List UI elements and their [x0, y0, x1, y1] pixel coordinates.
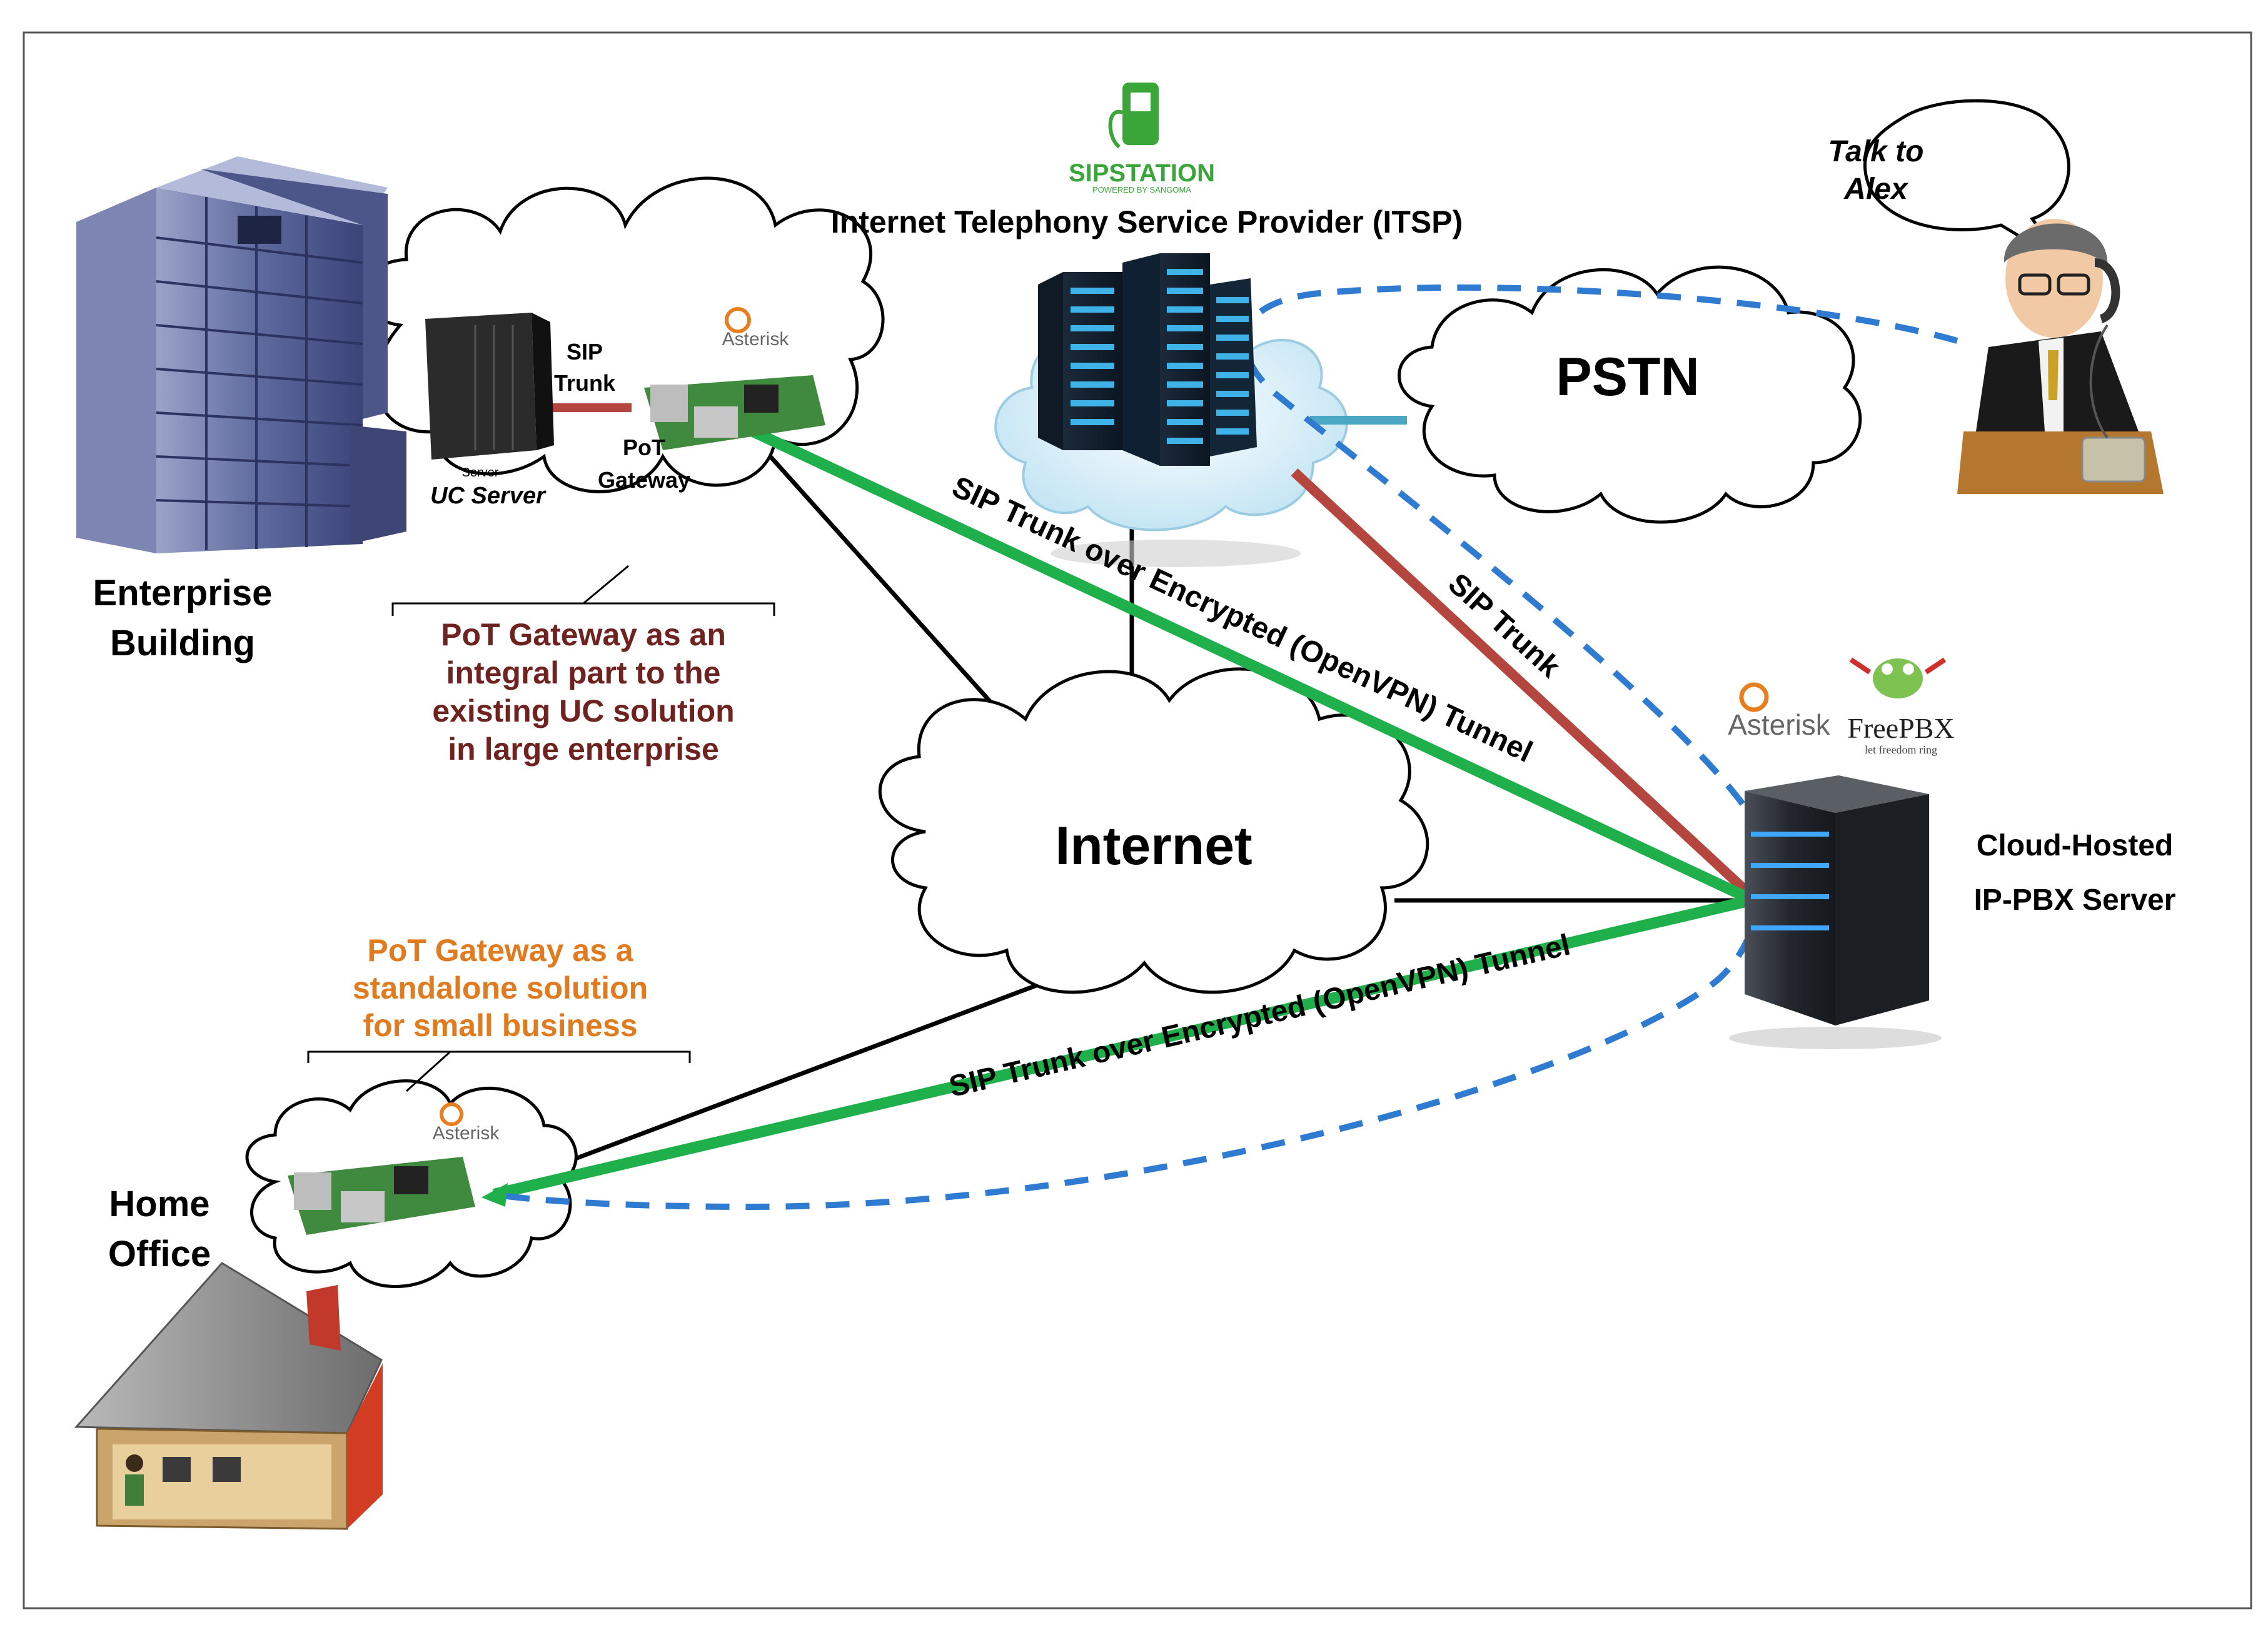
uc-server-label: UC Server: [430, 483, 547, 509]
asterisk-logo-pbx: Asterisk: [1728, 682, 1831, 741]
asterisk-logo-text: Asterisk: [722, 329, 790, 350]
talk-bubble-outline: [1863, 99, 2070, 264]
tunnel-pbx-home-link: [492, 895, 1753, 1200]
pstn-cloud: [1398, 265, 1862, 524]
pot-label-line1: PoT: [623, 435, 665, 460]
sipstation-tagline: POWERED BY SANGOMA: [1092, 185, 1191, 194]
pbx-label-line1: Cloud-Hosted: [1977, 829, 2174, 862]
sip-trunk-label-line2: Trunk: [554, 370, 616, 396]
link-enterprise-internet: [752, 436, 1027, 743]
enterprise-building-icon: [76, 156, 406, 553]
diagram-frame: [23, 31, 2252, 1609]
internet-label: Internet: [1055, 816, 1252, 876]
enterprise-label-line1: Enterprise: [93, 573, 273, 613]
freepbx-logo: FreePBX let freedom ring: [1847, 657, 1955, 756]
small-business-callout-bracket: [307, 1050, 691, 1063]
businessman-phone-icon: [1957, 219, 2164, 494]
pbx-server-icon: [1729, 775, 1942, 1049]
spacer: [648, 585, 665, 597]
itsp-label: Internet Telephony Service Provider (ITS…: [831, 204, 1463, 239]
enterprise-callout-line3: existing UC solution: [432, 693, 734, 728]
itsp-server-rack-icon: [1038, 253, 1257, 466]
link-internet-home: [496, 973, 1064, 1191]
call-path-dashed: [493, 284, 1958, 1211]
asterisk-logo-home: Asterisk: [433, 1102, 500, 1144]
talk-label-line1: Talk to: [1828, 135, 1924, 168]
uc-server-icon: [425, 313, 554, 460]
home-label-line1: Home: [109, 1184, 209, 1224]
sip-trunk-itsp-pbx-link: [1291, 468, 1755, 899]
talk-label-line2: Alex: [1843, 173, 1909, 206]
enterprise-callout-pointer: [583, 565, 629, 605]
pot-label-line2: Gateway: [598, 467, 690, 493]
freepbx-name: FreePBX: [1847, 712, 1954, 744]
pstn-label: PSTN: [1556, 347, 1699, 407]
small-business-callout-line3: for small business: [363, 1008, 637, 1043]
enterprise-callout-line4: in large enterprise: [448, 732, 719, 767]
asterisk-home-logo-text: Asterisk: [433, 1123, 500, 1144]
pot-gateway-board-icon: [644, 375, 825, 450]
home-office-house-icon: [74, 1262, 383, 1530]
small-business-callout-line1: PoT Gateway as a: [367, 933, 633, 968]
enterprise-callout-line1: PoT Gateway as an: [441, 617, 726, 652]
tunnel-enterprise-pbx-link: [748, 425, 1753, 905]
pot-gateway-home-board-icon: [288, 1157, 475, 1235]
freepbx-tagline: let freedom ring: [1865, 743, 1937, 756]
enterprise-callout-line2: integral part to the: [446, 655, 721, 690]
enterprise-label-line2: Building: [110, 623, 255, 663]
small-business-callout-pointer: [405, 1050, 451, 1092]
asterisk-logo-enterprise: Asterisk: [722, 307, 790, 350]
server-small-label: Server: [462, 466, 499, 480]
itsp-shadow: [1051, 540, 1301, 567]
sipstation-logo: SIPSTATION POWERED BY SANGOMA: [1069, 83, 1215, 194]
enterprise-callout-bracket: [391, 602, 775, 616]
pbx-label-line2: IP-PBX Server: [1974, 884, 2176, 917]
internet-cloud: [878, 667, 1429, 994]
asterisk-pbx-logo-text: Asterisk: [1728, 708, 1831, 741]
small-business-callout-line2: standalone solution: [353, 970, 648, 1005]
sipstation-name: SIPSTATION: [1069, 159, 1215, 187]
home-label-line2: Office: [108, 1234, 211, 1274]
tunnel-arrowhead: [481, 1183, 508, 1207]
sip-trunk-label-line1: SIP: [567, 339, 603, 365]
